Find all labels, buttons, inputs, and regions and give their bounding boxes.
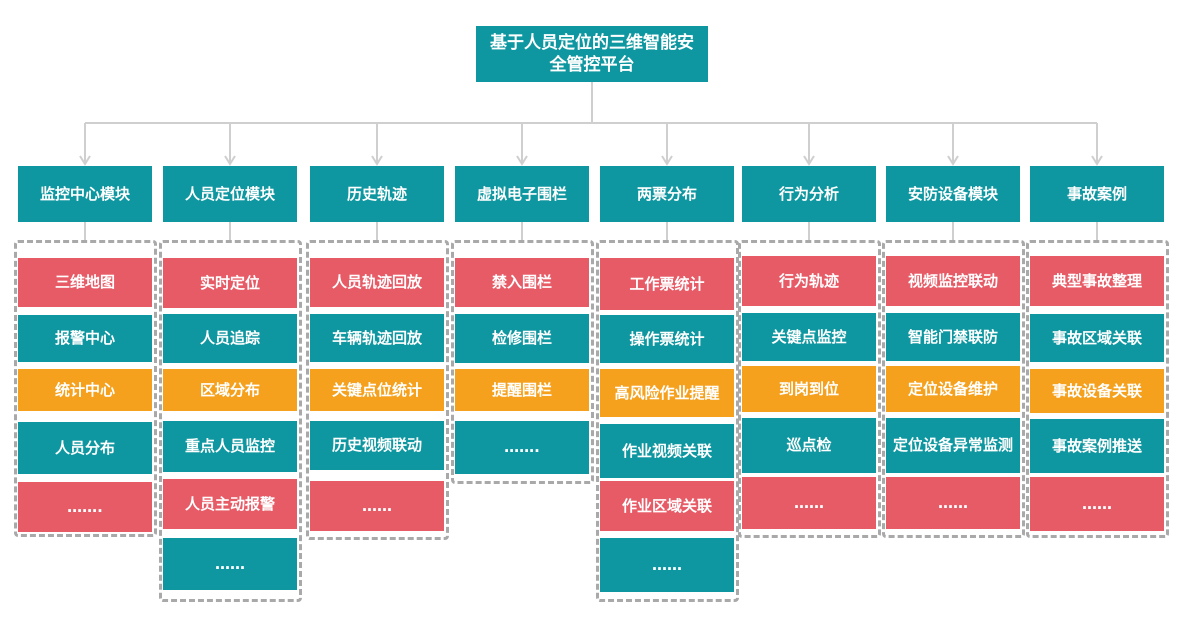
module-item-group	[159, 240, 302, 602]
module-item: 典型事故整理	[1030, 256, 1164, 306]
module-header: 事故案例	[1030, 166, 1164, 222]
module-item: 检修围栏	[455, 314, 589, 363]
module-item: 事故设备关联	[1030, 369, 1164, 413]
module-item: 高风险作业提醒	[600, 369, 734, 417]
branch-arrow	[661, 155, 673, 166]
module-item: 智能门禁联防	[886, 313, 1020, 361]
module-item: ……	[742, 477, 876, 529]
module-item: 定位设备维护	[886, 366, 1020, 412]
module-item: 事故案例推送	[1030, 419, 1164, 473]
module-item: 作业区域关联	[600, 481, 734, 531]
module-item: 关键点位统计	[310, 369, 444, 411]
module-item: ……	[600, 538, 734, 592]
module-item: 操作票统计	[600, 315, 734, 363]
module-header: 人员定位模块	[163, 166, 297, 222]
branch-arrow	[516, 155, 528, 166]
module-item-group	[738, 240, 881, 538]
module-item: 工作票统计	[600, 258, 734, 310]
module-item: 作业视频关联	[600, 424, 734, 478]
module-item-group	[1026, 240, 1169, 538]
module-item: ……	[886, 477, 1020, 529]
branch-arrow	[803, 155, 815, 166]
module-item: 定位设备异常监测	[886, 418, 1020, 473]
branch-arrow	[947, 155, 959, 166]
module-item: 历史视频联动	[310, 421, 444, 470]
branch-arrow	[79, 155, 91, 166]
module-item: ……	[163, 538, 297, 590]
module-item: 到岗到位	[742, 366, 876, 412]
module-item: 区域分布	[163, 369, 297, 411]
module-item: ……	[1030, 477, 1164, 531]
module-item: 实时定位	[163, 258, 297, 308]
module-item: …….	[455, 421, 589, 474]
module-item: 禁入围栏	[455, 258, 589, 307]
module-header: 两票分布	[600, 166, 734, 222]
module-item: 统计中心	[18, 369, 152, 411]
module-header: 虚拟电子围栏	[455, 166, 589, 222]
module-header: 安防设备模块	[886, 166, 1020, 222]
module-item: 行为轨迹	[742, 256, 876, 306]
module-item: …….	[18, 482, 152, 532]
module-item: 事故区域关联	[1030, 314, 1164, 362]
module-item: 提醒围栏	[455, 369, 589, 411]
branch-arrow	[371, 155, 383, 166]
module-item: 关键点监控	[742, 313, 876, 361]
module-item-group	[882, 240, 1025, 538]
module-item: 人员轨迹回放	[310, 258, 444, 307]
branch-arrow	[224, 155, 236, 166]
module-item: ……	[310, 481, 444, 531]
module-item: 车辆轨迹回放	[310, 314, 444, 362]
module-item-group	[14, 240, 157, 537]
module-header: 历史轨迹	[310, 166, 444, 222]
module-item: 巡点检	[742, 418, 876, 473]
module-item: 视频监控联动	[886, 256, 1020, 306]
module-item-group	[596, 240, 739, 602]
module-header: 监控中心模块	[18, 166, 152, 222]
module-item-group	[306, 240, 449, 540]
module-header: 行为分析	[742, 166, 876, 222]
module-item: 人员追踪	[163, 314, 297, 363]
module-item: 报警中心	[18, 315, 152, 362]
module-item: 重点人员监控	[163, 421, 297, 472]
module-item: 人员分布	[18, 422, 152, 474]
branch-arrow	[1091, 155, 1103, 166]
module-item: 人员主动报警	[163, 479, 297, 529]
module-item: 三维地图	[18, 258, 152, 307]
module-item-group	[451, 240, 594, 484]
platform-title: 基于人员定位的三维智能安全管控平台	[476, 26, 708, 82]
